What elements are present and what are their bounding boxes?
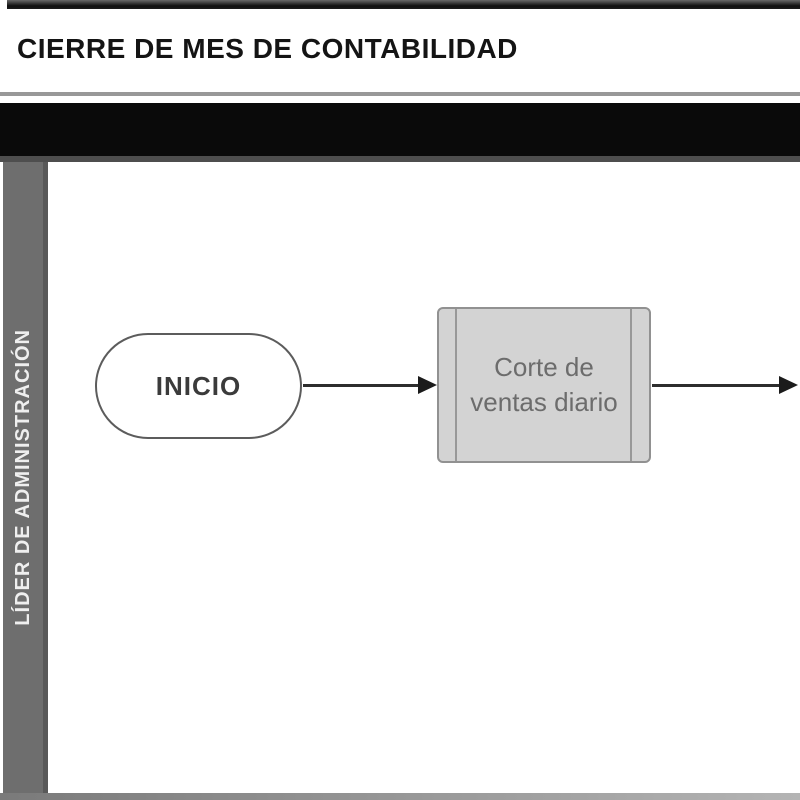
swimlane-lider-de-administracion: LÍDER DE ADMINISTRACIÓN (0, 162, 800, 793)
connector-start-to-process-arrowhead-icon (418, 376, 437, 394)
process-side-bar-left (455, 309, 457, 461)
diagram-header-band-shadow (0, 156, 800, 162)
top-edge-bar (7, 0, 800, 9)
start-node[interactable]: INICIO (95, 333, 302, 439)
process-node-corte-ventas-diario[interactable]: Corte de ventas diario (437, 307, 651, 463)
process-side-bar-right (630, 309, 632, 461)
lane-label: LÍDER DE ADMINISTRACIÓN (11, 329, 34, 626)
start-node-label: INICIO (155, 370, 242, 401)
lane-header[interactable]: LÍDER DE ADMINISTRACIÓN (3, 162, 48, 793)
page-title: CIERRE DE MES DE CONTABILIDAD (17, 33, 518, 64)
diagram-header-band (0, 103, 800, 156)
process-node-label: Corte de ventas diario (470, 352, 618, 417)
connector-process-to-next-arrowhead-icon (779, 376, 798, 394)
connector-start-to-process-line (303, 384, 420, 387)
connector-process-to-next-line (652, 384, 781, 387)
bottom-edge-bar (0, 793, 800, 800)
title-divider (0, 92, 800, 96)
